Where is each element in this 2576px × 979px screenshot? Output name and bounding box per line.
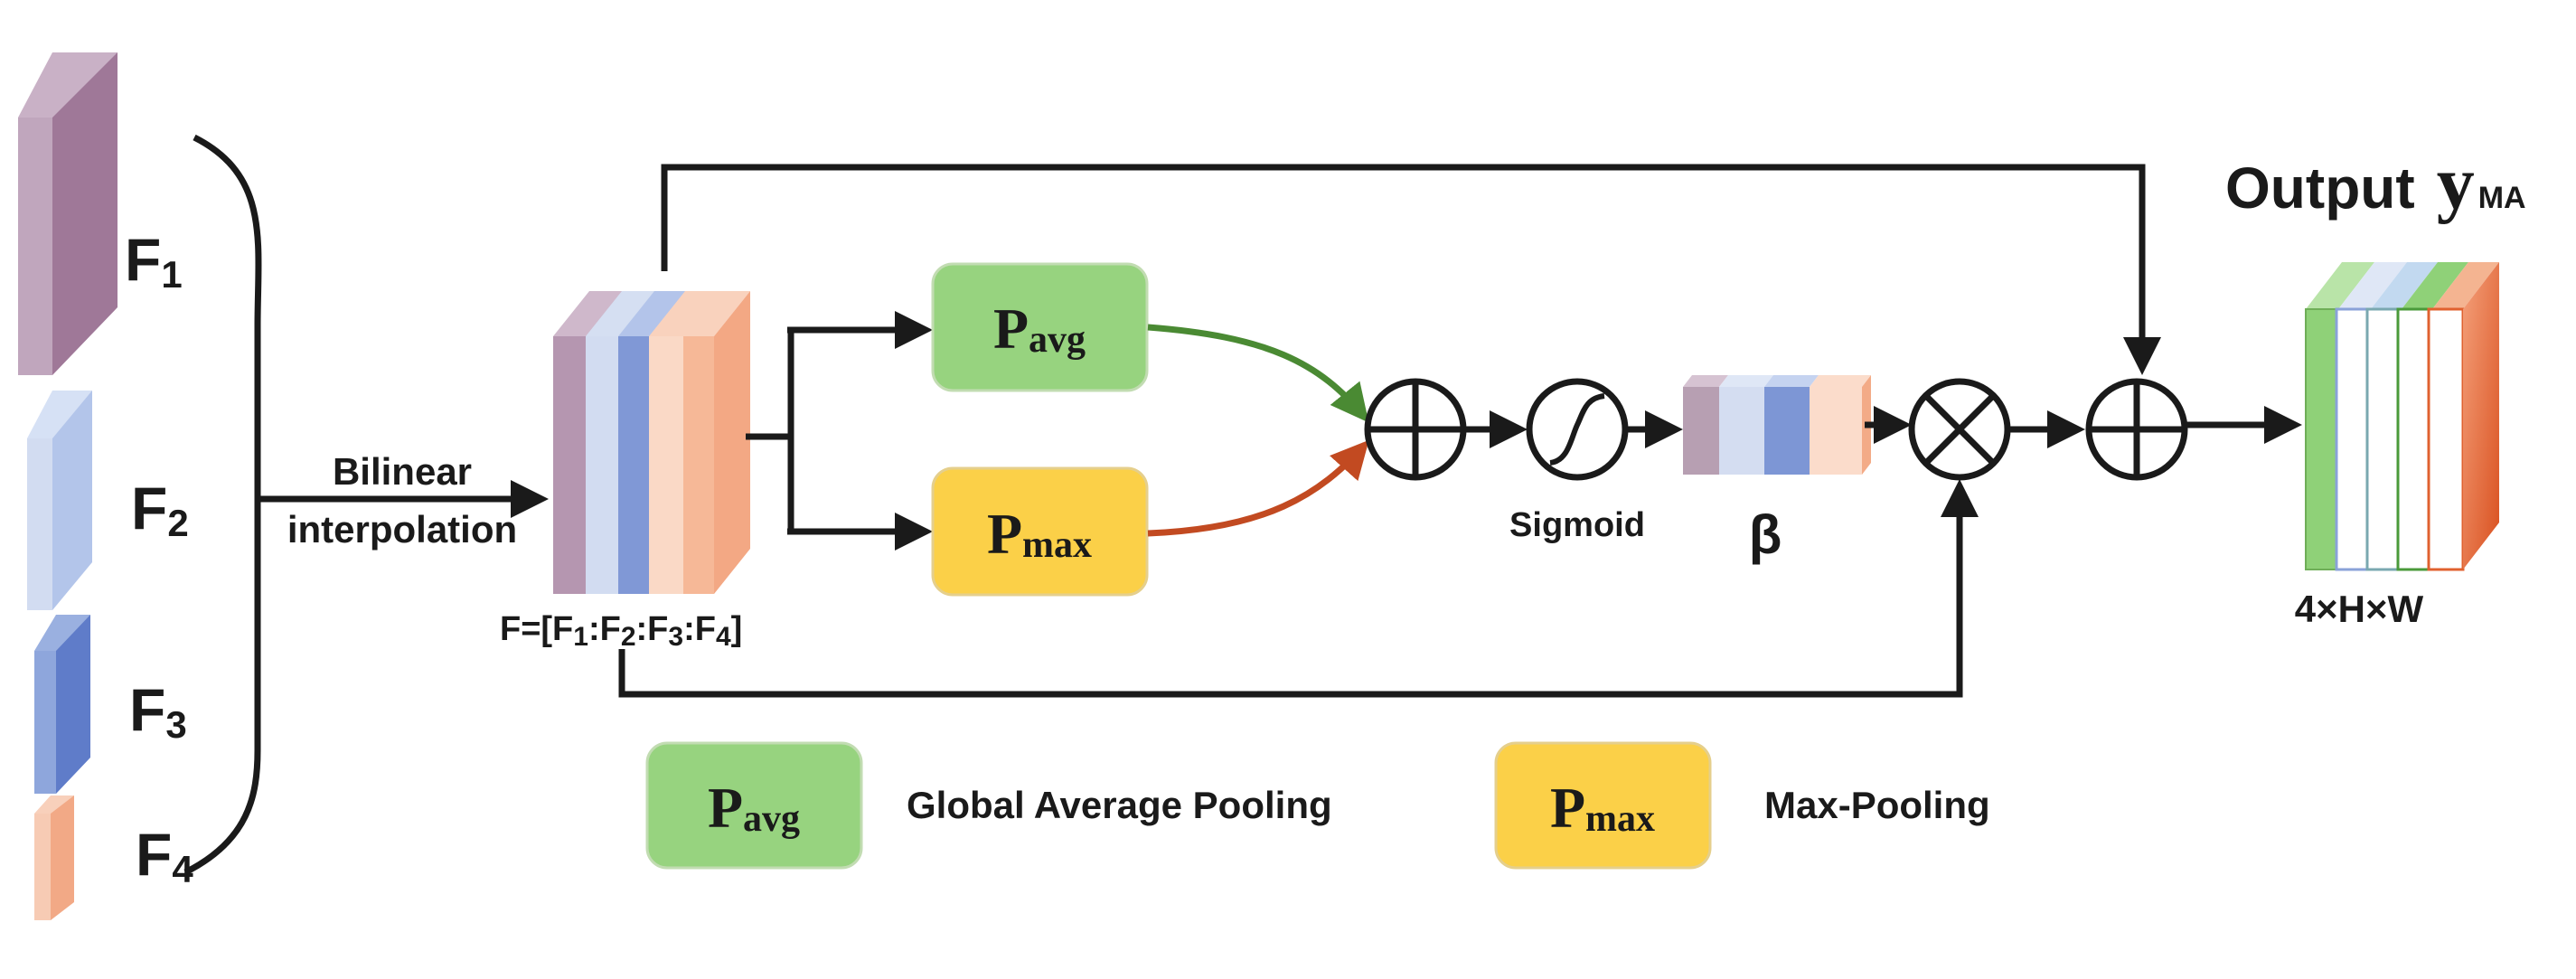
legend-pavg-box xyxy=(645,741,863,870)
interp-label-line2: interpolation xyxy=(287,508,517,551)
feature-label-f3: F3 xyxy=(129,676,187,746)
legend-pmax-label: Pmax xyxy=(1550,776,1655,840)
legend-pmax-box xyxy=(1494,741,1712,870)
output-dims: 4×H×W xyxy=(2295,588,2424,630)
pmax-to-add-arrow xyxy=(1147,439,1369,537)
sigmoid-label: Sigmoid xyxy=(1509,506,1645,544)
feature-map-f3 xyxy=(34,615,90,794)
feature-label-f1: F1 xyxy=(125,226,183,296)
beta-label: β xyxy=(1749,504,1782,565)
pavg-box xyxy=(931,262,1149,392)
pavg-label: Pavg xyxy=(993,297,1086,361)
feature-map-f2 xyxy=(27,391,92,610)
legend-pavg-label: Pavg xyxy=(708,776,800,840)
feature-label-f4: F4 xyxy=(136,821,193,890)
pavg-to-add-arrow xyxy=(1147,324,1369,423)
legend-pmax-desc: Max-Pooling xyxy=(1764,784,1990,826)
skip-connection-top xyxy=(661,164,2161,375)
add-node-output xyxy=(2085,378,2188,481)
multiply-node xyxy=(1908,378,2011,481)
concat-label: F=[F1:F2:F3:F4] xyxy=(500,610,742,652)
legend-pavg-desc: Global Average Pooling xyxy=(907,784,1332,826)
pmax-label: Pmax xyxy=(987,502,1092,566)
feature-map-f4 xyxy=(34,795,74,920)
add-node-pooling xyxy=(1364,378,1467,481)
skip-connection-bottom xyxy=(618,479,1979,698)
grouping-brace xyxy=(183,134,262,876)
sigmoid-node xyxy=(1526,378,1629,481)
pmax-box xyxy=(931,466,1149,597)
feature-label-f2: F2 xyxy=(131,475,189,544)
beta-weights xyxy=(1683,375,1871,475)
concat-feature-stack xyxy=(553,291,750,594)
output-feature-stack xyxy=(2305,262,2499,571)
interp-label-line1: Bilinear xyxy=(333,450,472,493)
feature-map-f1 xyxy=(18,52,118,375)
